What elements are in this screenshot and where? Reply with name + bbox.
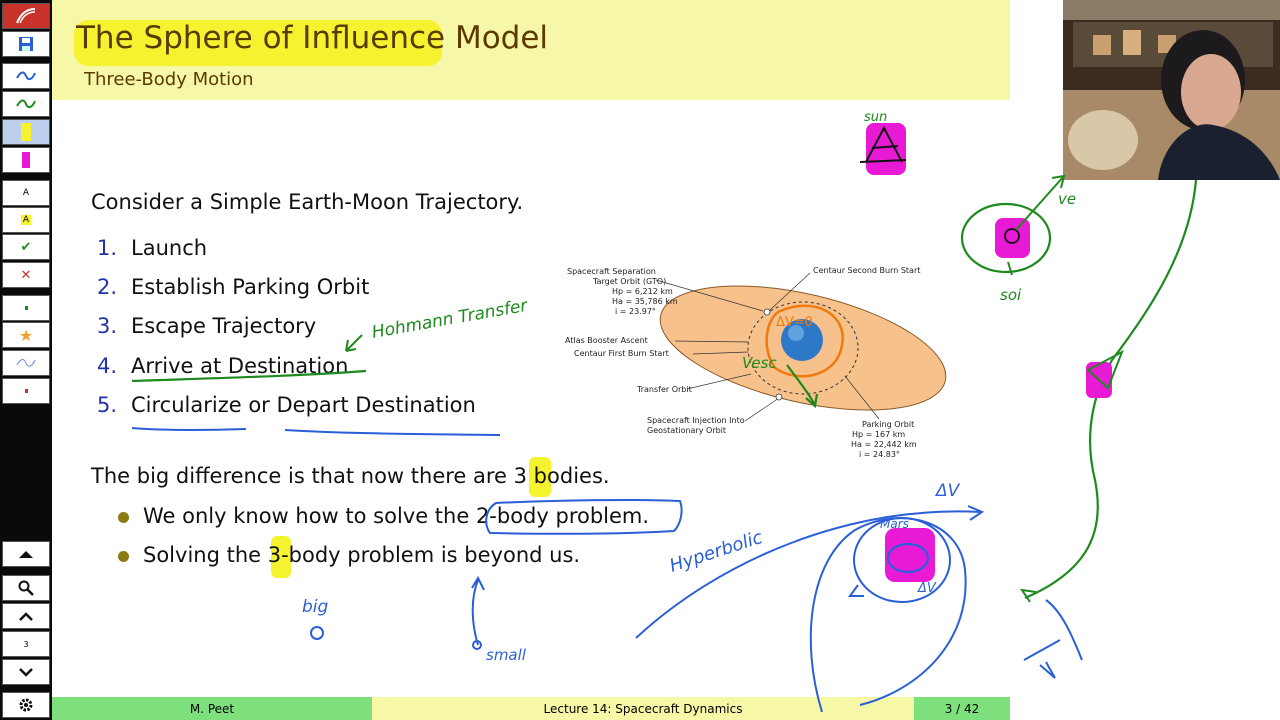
text-tool-icon[interactable]: A [2,180,50,206]
step-number: 3. [97,314,118,338]
label-hp: Hp = 6,212 km [612,287,673,296]
footer-lecture: Lecture 14: Spacecraft Dynamics [372,697,914,720]
page-number[interactable]: 3 [2,631,50,657]
step-text: Establish Parking Orbit [131,275,370,299]
label-parking-hp: Hp = 167 km [852,430,905,439]
footer-author: M. Peet [52,697,372,720]
step-text: Escape Trajectory [131,314,317,338]
green-dot-icon[interactable] [2,295,50,321]
label-parking: Parking Orbit [862,420,914,429]
step-number: 5. [97,393,118,417]
label-centaur-first: Centaur First Burn Start [574,349,669,358]
magenta-highlighter-icon[interactable] [2,147,50,173]
label-gto: Target Orbit (GTO) [592,277,666,286]
step-text: Launch [131,236,208,260]
step-5: 5. Circularize or Depart Destination [97,393,476,417]
step-2: 2. Establish Parking Orbit [97,275,369,299]
transfer-path [1024,179,1198,600]
yellow-highlighter-icon[interactable] [2,119,50,145]
step-text: Arrive at Destination [131,354,349,378]
thin-blue-pen-icon[interactable] [2,350,50,376]
difference-text: The big difference is that now there are… [91,464,610,488]
orbit-diagram: Spacecraft Separation Target Orbit (GTO)… [565,266,947,459]
check-icon[interactable]: ✔ [2,234,50,260]
next-page-icon[interactable] [2,659,50,685]
delta-mark [1023,639,1061,679]
previous-page-icon[interactable] [2,603,50,629]
step-number: 2. [97,275,118,299]
red-dot-icon[interactable] [2,378,50,404]
blue-pen-icon[interactable] [2,63,50,89]
step-3: 3. Escape Trajectory [97,314,316,338]
save-icon[interactable] [2,31,50,57]
label-separation: Spacecraft Separation [567,267,656,276]
bullet-three-body: Solving the 3-body problem is beyond us. [143,543,581,567]
scroll-top-icon[interactable] [2,541,50,567]
bullet-two-body: We only know how to solve the 2-body pro… [143,504,650,528]
step-number: 4. [97,354,118,378]
label-geo: Geostationary Orbit [647,426,726,435]
app-logo-icon[interactable] [2,3,50,29]
bullet-marker [118,512,129,523]
bullet-marker [118,551,129,562]
label-parking-ha: Ha = 22,442 km [851,440,917,449]
search-icon[interactable] [2,575,50,601]
slide-footer: M. Peet Lecture 14: Spacecraft Dynamics … [52,697,1010,720]
slide-title: The Sphere of Influence Model [76,20,549,56]
step-4: 4. Arrive at Destination [97,354,348,378]
arrow-end [1019,588,1037,603]
label-injection: Spacecraft Injection Into [647,416,745,425]
asymptote-line [1045,599,1083,661]
settings-gear-icon[interactable] [2,692,50,718]
ve-arrow [1015,174,1066,231]
label-atlas: Atlas Booster Ascent [565,336,648,345]
slide-subtitle: Three-Body Motion [84,69,254,90]
star-icon[interactable]: ★ [2,322,50,348]
green-pen-icon[interactable] [2,91,50,117]
label-transfer: Transfer Orbit [636,385,692,394]
step-text: Circularize or Depart Destination [131,393,476,417]
label-centaur-second: Centaur Second Burn Start [813,266,920,275]
footer-page: 3 / 42 [914,697,1010,720]
step-number: 1. [97,236,118,260]
highlight-3-body [271,536,291,578]
title-highlight [74,20,442,66]
midpoint-marker [1086,349,1124,390]
ve-note: ve [1058,190,1076,208]
label-incl: i = 23.97° [615,307,656,316]
intro-text: Consider a Simple Earth-Moon Trajectory. [91,190,524,214]
highlight-3 [529,457,551,497]
annotation-toolbar: A A ✔ ✕ ★ 3 [0,0,52,720]
label-parking-i: i = 24.83° [859,450,900,459]
cross-icon[interactable]: ✕ [2,262,50,288]
webcam-feed [1063,0,1280,180]
text-highlight-tool-icon[interactable]: A [2,207,50,233]
label-ha: Ha = 35,786 km [612,297,678,306]
midpoint-highlight [1086,362,1112,398]
step-1: 1. Launch [97,236,207,260]
